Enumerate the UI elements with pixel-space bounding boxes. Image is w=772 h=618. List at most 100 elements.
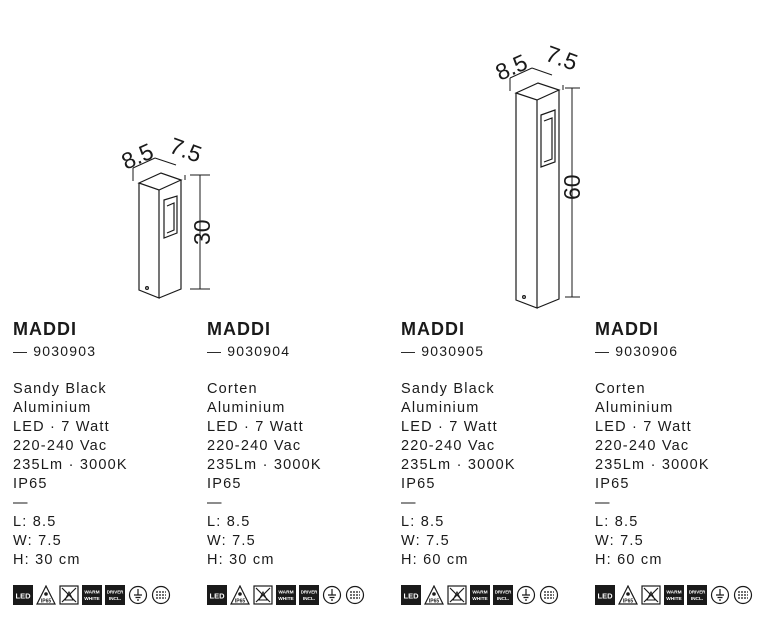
spec-finish: Corten bbox=[595, 381, 646, 397]
earth-class-icon bbox=[128, 585, 148, 605]
no-cover-icon bbox=[59, 585, 79, 605]
no-cover-icon bbox=[641, 585, 661, 605]
spec-height: H: 30 cm bbox=[13, 552, 81, 568]
ip65-warning-icon: IP65 bbox=[424, 585, 444, 605]
spec-finish: Corten bbox=[207, 381, 258, 397]
tall-bollard-drawing bbox=[509, 67, 580, 309]
product-column: MADDI — 9030905 Sandy Black Aluminium LE… bbox=[401, 318, 581, 570]
svg-text:DRIVER: DRIVER bbox=[301, 590, 318, 595]
svg-text:DRIVER: DRIVER bbox=[107, 590, 124, 595]
spec-width: W: 7.5 bbox=[595, 533, 644, 549]
short-width-dimension: 8.5 bbox=[117, 138, 157, 175]
product-specs: Corten Aluminium LED · 7 Watt 220-240 Va… bbox=[595, 380, 772, 570]
spec-lumen: 235Lm · 3000K bbox=[207, 457, 322, 473]
earth-class-icon bbox=[516, 585, 536, 605]
ip65-warning-icon: IP65 bbox=[230, 585, 250, 605]
spec-lumen: 235Lm · 3000K bbox=[13, 457, 128, 473]
product-column: MADDI — 9030903 Sandy Black Aluminium LE… bbox=[13, 318, 193, 570]
spec-separator: — bbox=[401, 495, 416, 511]
spec-separator: — bbox=[13, 495, 28, 511]
svg-text:WARM: WARM bbox=[666, 590, 681, 596]
light-symbol-icon bbox=[151, 585, 171, 605]
spec-voltage: 220-240 Vac bbox=[207, 438, 302, 454]
tall-height-dimension: 60 bbox=[559, 174, 585, 200]
ip65-warning-icon: IP65 bbox=[36, 585, 56, 605]
spec-ip: IP65 bbox=[595, 476, 630, 492]
svg-text:WARM: WARM bbox=[472, 590, 487, 596]
spec-voltage: 220-240 Vac bbox=[401, 438, 496, 454]
spec-ip: IP65 bbox=[401, 476, 436, 492]
spec-height: H: 60 cm bbox=[401, 552, 469, 568]
spec-height: H: 30 cm bbox=[207, 552, 275, 568]
product-title: MADDI bbox=[13, 319, 77, 339]
product-specs: Sandy Black Aluminium LED · 7 Watt 220-2… bbox=[401, 380, 581, 570]
technical-drawings: 8.5 7.5 30 8.5 7.5 60 bbox=[117, 40, 585, 309]
led-badge-icon: LED bbox=[595, 585, 615, 605]
svg-text:IP65: IP65 bbox=[623, 599, 634, 605]
spec-length: L: 8.5 bbox=[401, 514, 445, 530]
svg-text:WHITE: WHITE bbox=[666, 596, 682, 602]
earth-class-icon bbox=[322, 585, 342, 605]
spec-length: L: 8.5 bbox=[13, 514, 57, 530]
product-title: MADDI bbox=[207, 319, 271, 339]
svg-text:DRIVER: DRIVER bbox=[495, 590, 512, 595]
light-symbol-icon bbox=[345, 585, 365, 605]
svg-text:IP65: IP65 bbox=[235, 599, 246, 605]
spec-finish: Sandy Black bbox=[401, 381, 495, 397]
svg-text:IP65: IP65 bbox=[429, 599, 440, 605]
spec-lumen: 235Lm · 3000K bbox=[401, 457, 516, 473]
no-cover-icon bbox=[253, 585, 273, 605]
spec-lumen: 235Lm · 3000K bbox=[595, 457, 710, 473]
product-column: MADDI — 9030906 Corten Aluminium LED · 7… bbox=[595, 318, 772, 570]
spec-width: W: 7.5 bbox=[401, 533, 450, 549]
product-title: MADDI bbox=[401, 319, 465, 339]
svg-text:WARM: WARM bbox=[278, 590, 293, 596]
svg-text:INCL.: INCL. bbox=[691, 596, 704, 602]
spec-material: Aluminium bbox=[207, 400, 286, 416]
ip65-warning-icon: IP65 bbox=[618, 585, 638, 605]
svg-text:INCL.: INCL. bbox=[109, 596, 122, 602]
spec-ip: IP65 bbox=[207, 476, 242, 492]
spec-separator: — bbox=[595, 495, 610, 511]
product-code: — 9030904 bbox=[207, 343, 291, 359]
spec-separator: — bbox=[207, 495, 222, 511]
spec-width: W: 7.5 bbox=[207, 533, 256, 549]
spec-power: LED · 7 Watt bbox=[207, 419, 304, 435]
svg-text:WHITE: WHITE bbox=[84, 596, 100, 602]
led-badge-icon: LED bbox=[13, 585, 33, 605]
spec-power: LED · 7 Watt bbox=[595, 419, 692, 435]
earth-class-icon bbox=[710, 585, 730, 605]
spec-width: W: 7.5 bbox=[13, 533, 62, 549]
svg-text:LED: LED bbox=[210, 592, 226, 601]
svg-text:INCL.: INCL. bbox=[497, 596, 510, 602]
spec-finish: Sandy Black bbox=[13, 381, 107, 397]
spec-length: L: 8.5 bbox=[207, 514, 251, 530]
svg-text:LED: LED bbox=[16, 592, 32, 601]
svg-text:IP65: IP65 bbox=[41, 599, 52, 605]
tall-depth-dimension: 7.5 bbox=[542, 40, 581, 75]
svg-text:WHITE: WHITE bbox=[278, 596, 294, 602]
short-height-dimension: 30 bbox=[189, 219, 215, 245]
svg-text:WHITE: WHITE bbox=[472, 596, 488, 602]
spec-ip: IP65 bbox=[13, 476, 48, 492]
short-depth-dimension: 7.5 bbox=[166, 132, 205, 167]
led-badge-icon: LED bbox=[401, 585, 421, 605]
spec-material: Aluminium bbox=[13, 400, 92, 416]
tall-width-dimension: 8.5 bbox=[491, 49, 531, 86]
product-title: MADDI bbox=[595, 319, 659, 339]
product-specs: Corten Aluminium LED · 7 Watt 220-240 Va… bbox=[207, 380, 387, 570]
spec-power: LED · 7 Watt bbox=[401, 419, 498, 435]
light-symbol-icon bbox=[539, 585, 559, 605]
product-specs: Sandy Black Aluminium LED · 7 Watt 220-2… bbox=[13, 380, 193, 570]
spec-height: H: 60 cm bbox=[595, 552, 663, 568]
svg-text:LED: LED bbox=[598, 592, 614, 601]
